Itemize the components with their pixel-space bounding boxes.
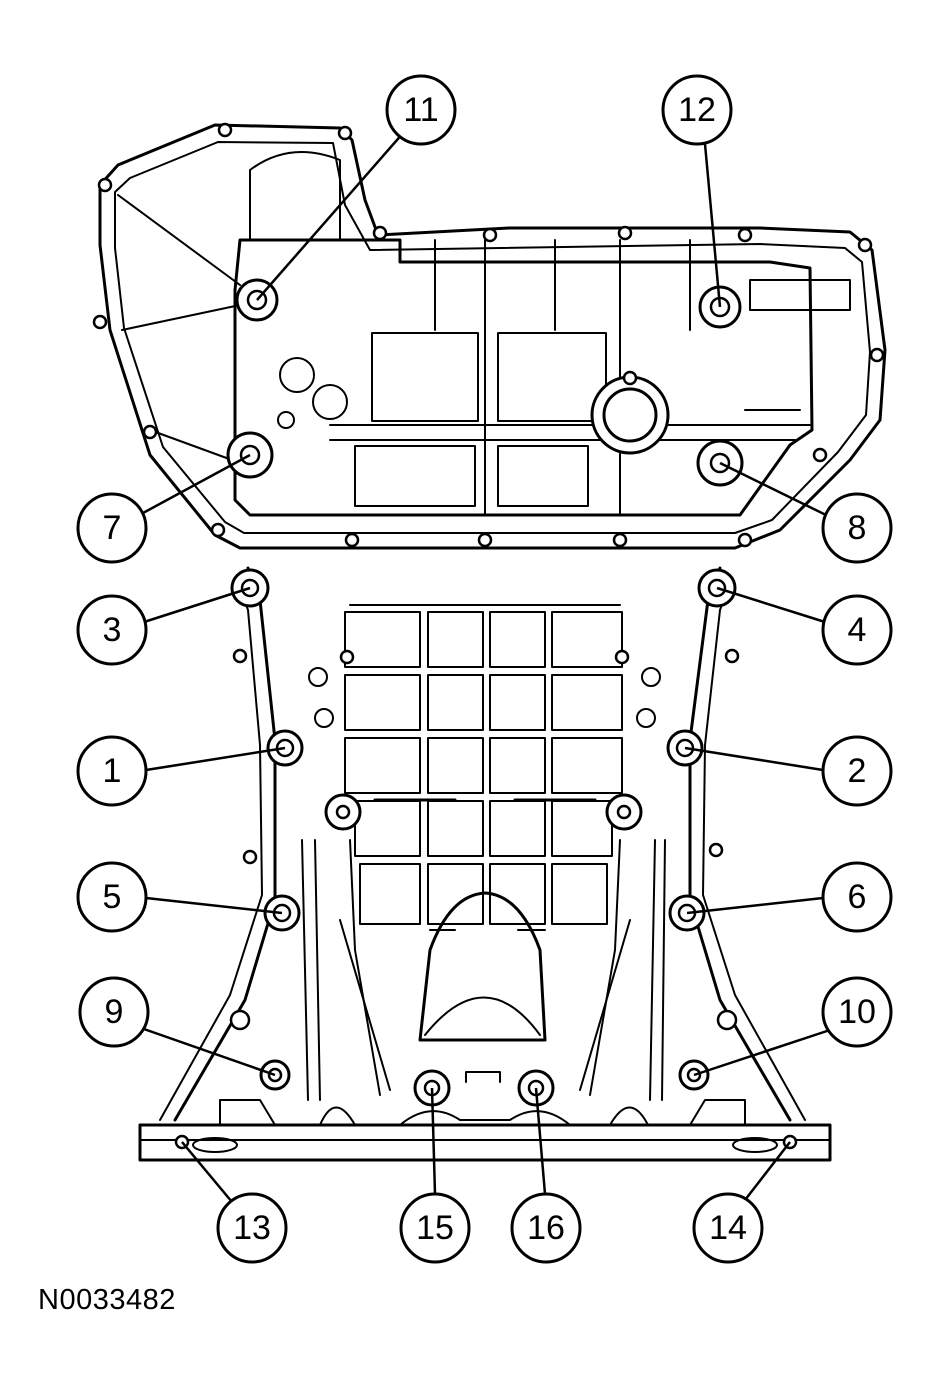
callout-label-4: 4 xyxy=(848,611,867,649)
callouts: 11 12 7 8 3 4 1 2 5 6 xyxy=(76,74,893,1264)
callout-12 xyxy=(661,74,733,146)
callout-16 xyxy=(510,1192,582,1264)
callout-label-3: 3 xyxy=(103,611,122,649)
callout-15 xyxy=(399,1192,471,1264)
callout-label-13: 13 xyxy=(233,1209,271,1247)
callout-6 xyxy=(821,861,893,933)
callout-label-5: 5 xyxy=(103,878,122,916)
callout-14 xyxy=(692,1192,764,1264)
callout-label-7: 7 xyxy=(103,509,122,547)
callout-label-2: 2 xyxy=(848,752,867,790)
callout-label-9: 9 xyxy=(105,993,124,1031)
callout-label-11: 11 xyxy=(403,91,438,129)
callout-label-8: 8 xyxy=(848,509,867,547)
callout-label-15: 15 xyxy=(416,1209,454,1247)
callout-7 xyxy=(76,492,148,564)
callout-8 xyxy=(821,492,893,564)
callout-label-1: 1 xyxy=(103,752,122,790)
callout-1 xyxy=(76,735,148,807)
callout-10 xyxy=(821,976,893,1048)
figure-id: N0033482 xyxy=(38,1284,176,1316)
callout-3 xyxy=(76,594,148,666)
callout-13 xyxy=(216,1192,288,1264)
lower-sump xyxy=(138,566,832,1162)
upper-housing xyxy=(92,122,887,550)
callout-9 xyxy=(78,976,150,1048)
callout-label-10: 10 xyxy=(838,993,876,1031)
callout-label-6: 6 xyxy=(848,878,867,916)
callout-label-14: 14 xyxy=(709,1209,747,1247)
sump-grid xyxy=(344,604,623,925)
callout-11 xyxy=(385,74,457,146)
callout-label-16: 16 xyxy=(527,1209,565,1247)
callout-4 xyxy=(821,594,893,666)
callout-2 xyxy=(821,735,893,807)
callout-5 xyxy=(76,861,148,933)
callout-label-12: 12 xyxy=(678,91,716,129)
